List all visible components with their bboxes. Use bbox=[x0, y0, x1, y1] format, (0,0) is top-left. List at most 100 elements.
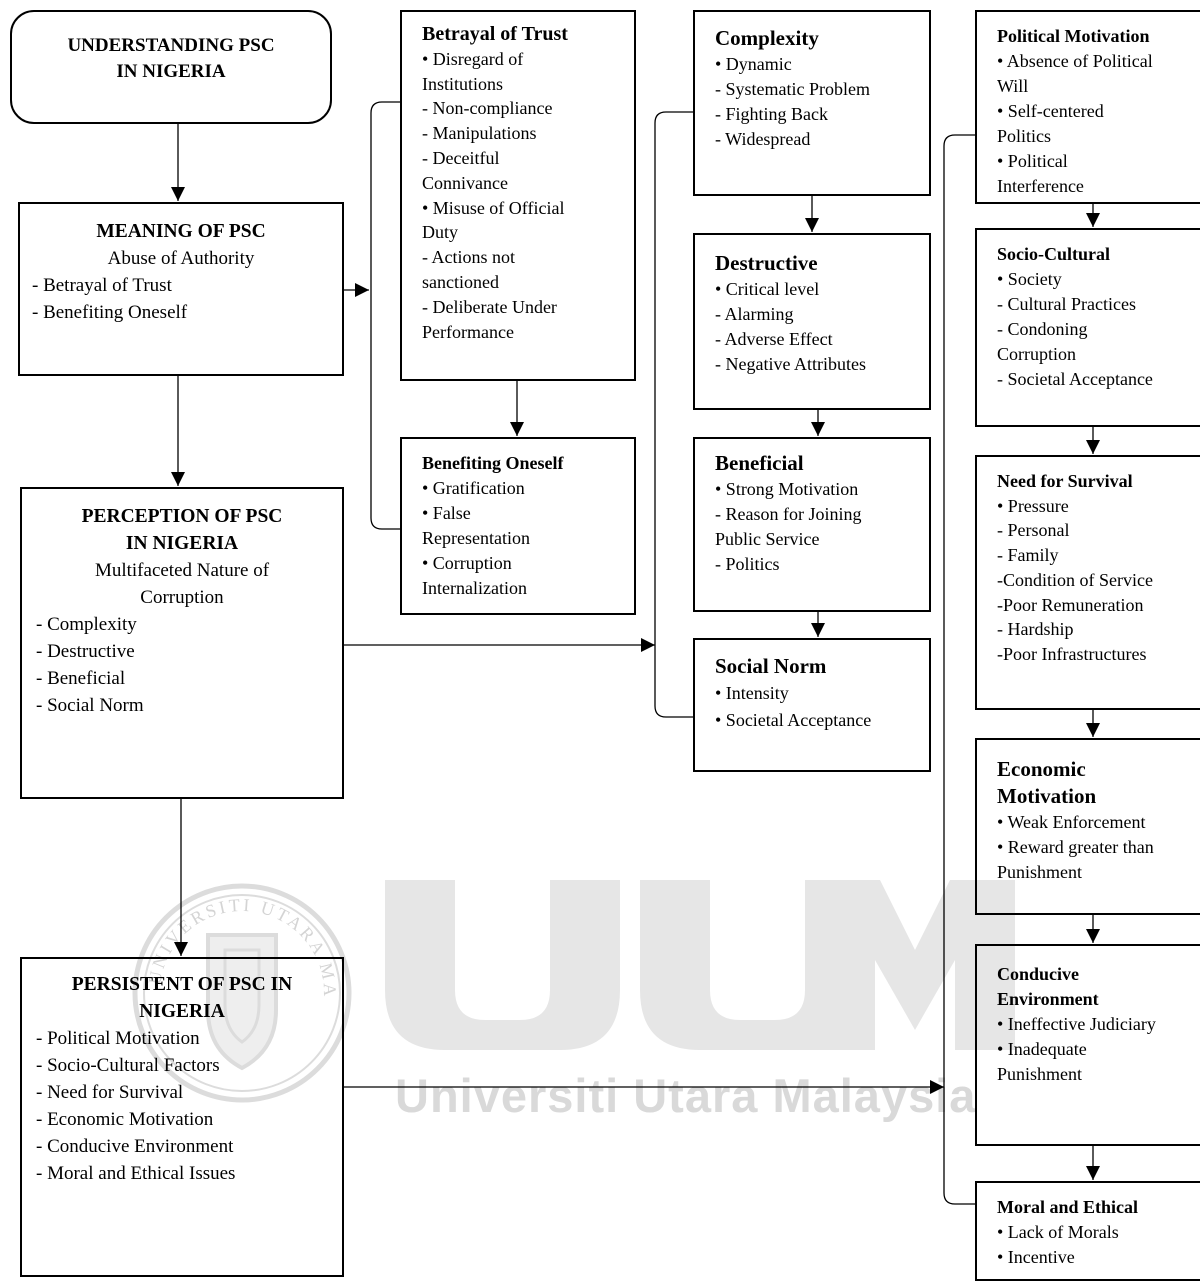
socio-cultural-line: • Society bbox=[997, 269, 1062, 289]
destructive-title: Destructive bbox=[715, 251, 818, 275]
betrayal-line: Institutions bbox=[422, 73, 504, 94]
meaning-of-psc-box: MEANING OF PSC Abuse of Authority - Betr… bbox=[18, 202, 344, 376]
bracket-persistent-details bbox=[943, 134, 975, 1205]
political-title: Political Motivation bbox=[997, 26, 1150, 46]
survival-line: -Poor Remuneration bbox=[997, 594, 1144, 615]
survival-line: • Pressure bbox=[997, 495, 1069, 516]
beneficial-line: Public Service bbox=[715, 529, 820, 549]
social-norm-box: Social Norm • Intensity • Societal Accep… bbox=[693, 638, 931, 772]
complexity-line: - Systematic Problem bbox=[715, 79, 870, 99]
benefiting-line: Internalization bbox=[422, 578, 527, 598]
persistent-item: - Economic Motivation bbox=[36, 1109, 214, 1130]
betrayal-line: - Non-compliance bbox=[422, 98, 553, 119]
destructive-line: - Alarming bbox=[715, 304, 794, 324]
survival-line: - Personal bbox=[997, 520, 1070, 541]
benefiting-oneself-box: Benefiting Oneself • Gratification • Fal… bbox=[400, 437, 636, 615]
perception-item: - Social Norm bbox=[36, 695, 144, 716]
perception-subtitle-line-2: Corruption bbox=[140, 587, 224, 608]
betrayal-of-trust-box: Betrayal of Trust • Disregard of Institu… bbox=[400, 10, 636, 381]
socio-cultural-line: - Condoning bbox=[997, 319, 1088, 339]
conducive-line: • Ineffective Judiciary bbox=[997, 1014, 1156, 1034]
conducive-line: • Inadequate bbox=[997, 1039, 1087, 1059]
beneficial-title: Beneficial bbox=[715, 451, 804, 475]
survival-line: - Family bbox=[997, 545, 1059, 566]
economic-line: • Weak Enforcement bbox=[997, 812, 1146, 832]
moral-ethical-box: Moral and Ethical • Lack of Morals • Inc… bbox=[975, 1181, 1200, 1281]
beneficial-line: - Reason for Joining bbox=[715, 504, 862, 524]
beneficial-line: • Strong Motivation bbox=[715, 479, 859, 499]
betrayal-line: • Misuse of Official bbox=[422, 197, 565, 218]
moral-title: Moral and Ethical bbox=[997, 1197, 1139, 1217]
economic-line: Punishment bbox=[997, 862, 1083, 882]
complexity-line: • Dynamic bbox=[715, 54, 792, 74]
socio-cultural-title: Socio-Cultural bbox=[997, 244, 1111, 264]
political-line: • Political bbox=[997, 151, 1068, 171]
persistent-item: - Conducive Environment bbox=[36, 1136, 234, 1157]
moral-line: • Incentive bbox=[997, 1247, 1075, 1267]
socio-cultural-box: Socio-Cultural • Society - Cultural Prac… bbox=[975, 228, 1200, 427]
social-norm-line: • Societal Acceptance bbox=[715, 710, 872, 730]
economic-title-line-2: Motivation bbox=[997, 784, 1097, 808]
economic-line: • Reward greater than bbox=[997, 837, 1154, 857]
perception-item: - Complexity bbox=[36, 614, 137, 635]
betrayal-line: Duty bbox=[422, 222, 458, 243]
understanding-title-line-1: UNDERSTANDING PSC bbox=[67, 35, 275, 56]
political-line: • Absence of Political bbox=[997, 51, 1153, 71]
betrayal-line: - Deceitful bbox=[422, 147, 500, 168]
betrayal-line: • Disregard of bbox=[422, 48, 524, 69]
political-line: Will bbox=[997, 76, 1029, 96]
political-line: Interference bbox=[997, 176, 1084, 196]
beneficial-line: - Politics bbox=[715, 554, 780, 574]
betrayal-line: - Manipulations bbox=[422, 123, 537, 144]
meaning-item: - Betrayal of Trust bbox=[32, 275, 172, 296]
benefiting-line: • Corruption bbox=[422, 553, 512, 573]
survival-line: -Poor Infrastructures bbox=[997, 643, 1147, 664]
perception-of-psc-box: PERCEPTION OF PSC IN NIGERIA Multifacete… bbox=[20, 487, 344, 799]
social-norm-title: Social Norm bbox=[715, 654, 827, 678]
destructive-line: - Negative Attributes bbox=[715, 354, 866, 374]
bracket-perception-details bbox=[654, 111, 693, 718]
political-line: Politics bbox=[997, 126, 1052, 146]
meaning-item: - Benefiting Oneself bbox=[32, 302, 188, 323]
complexity-line: - Fighting Back bbox=[715, 104, 828, 124]
destructive-box: Destructive • Critical level - Alarming … bbox=[693, 233, 931, 410]
persistent-item: - Socio-Cultural Factors bbox=[36, 1055, 220, 1076]
socio-cultural-line: - Cultural Practices bbox=[997, 294, 1136, 314]
betrayal-title: Betrayal of Trust bbox=[422, 23, 568, 45]
understanding-psc-box: UNDERSTANDING PSC IN NIGERIA bbox=[10, 10, 332, 124]
survival-title: Need for Survival bbox=[997, 471, 1133, 491]
betrayal-line: Connivance bbox=[422, 172, 508, 193]
benefiting-line: Representation bbox=[422, 528, 530, 548]
destructive-line: • Critical level bbox=[715, 279, 820, 299]
understanding-title-line-2: IN NIGERIA bbox=[116, 61, 226, 82]
survival-line: - Hardship bbox=[997, 619, 1074, 640]
university-seal bbox=[132, 883, 352, 1103]
socio-cultural-line: Corruption bbox=[997, 344, 1076, 364]
perception-subtitle-line-1: Multifaceted Nature of bbox=[94, 560, 270, 581]
betrayal-line: sanctioned bbox=[422, 271, 499, 292]
meaning-title: MEANING OF PSC bbox=[96, 221, 266, 242]
uum-letters bbox=[385, 880, 1015, 1050]
betrayal-line: - Actions not bbox=[422, 247, 515, 268]
university-name-watermark: Universiti Utara Malaysia bbox=[395, 1069, 977, 1122]
survival-line: -Condition of Service bbox=[997, 569, 1153, 590]
conducive-title-line-2: Environment bbox=[997, 989, 1099, 1009]
socio-cultural-line: - Societal Acceptance bbox=[997, 369, 1153, 389]
perception-title-line-2: IN NIGERIA bbox=[125, 533, 239, 554]
persistent-psc-box: PERSISTENT OF PSC IN NIGERIA - Political… bbox=[20, 957, 344, 1277]
economic-title-line-1: Economic bbox=[997, 757, 1086, 781]
benefiting-line: • Gratification bbox=[422, 478, 525, 498]
perception-item: - Destructive bbox=[36, 641, 135, 662]
conducive-title-line-1: Conducive bbox=[997, 964, 1080, 984]
destructive-line: - Adverse Effect bbox=[715, 329, 833, 349]
social-norm-line: • Intensity bbox=[715, 683, 789, 703]
complexity-title: Complexity bbox=[715, 26, 819, 50]
betrayal-line: Performance bbox=[422, 321, 514, 342]
bracket-meaning-details bbox=[370, 101, 400, 530]
conducive-environment-box: Conducive Environment • Ineffective Judi… bbox=[975, 944, 1200, 1146]
need-for-survival-box: Need for Survival • Pressure - Personal … bbox=[975, 455, 1200, 710]
betrayal-line: - Deliberate Under bbox=[422, 296, 557, 317]
benefiting-title: Benefiting Oneself bbox=[422, 453, 564, 473]
